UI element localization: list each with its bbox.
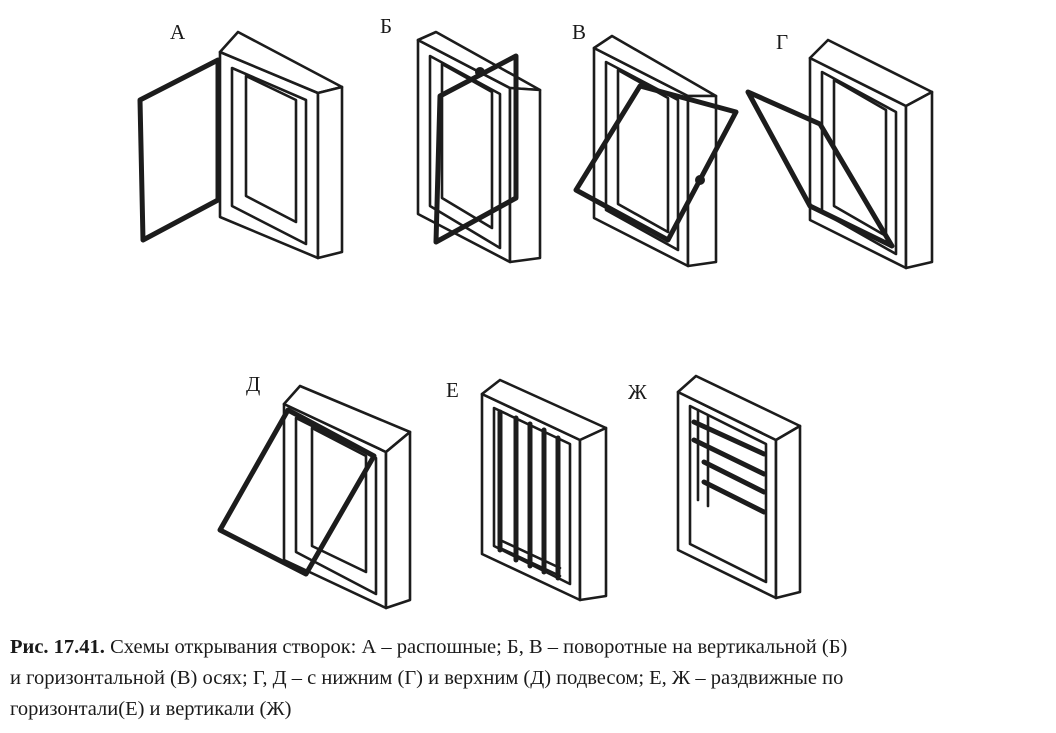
label-e: Е (446, 378, 459, 402)
caption-prefix: Рис. 17.41. (10, 636, 105, 658)
scheme-e-horizontal-sliding (480, 378, 608, 602)
scheme-zh-vertical-sliding (676, 374, 802, 600)
scheme-d-top-hung (217, 384, 412, 610)
label-zh: Ж (628, 380, 647, 404)
label-b: Б (380, 14, 393, 38)
scheme-a-side-hung (137, 30, 344, 260)
label-v: В (572, 20, 587, 44)
scheme-b-vertical-pivot (416, 30, 542, 264)
scheme-g-bottom-hung (745, 38, 934, 270)
caption-line-1: Рис. 17.41. Схемы открывания створок: А … (10, 632, 1052, 663)
window-opening-schemes (137, 30, 934, 610)
label-d: Д (246, 372, 261, 396)
scheme-v-horizontal-pivot (573, 34, 739, 268)
figure-caption: Рис. 17.41. Схемы открывания створок: А … (10, 632, 1052, 725)
label-a: А (170, 20, 186, 44)
label-g: Г (776, 30, 789, 54)
caption-line-2: и горизонтальной (В) осях; Г, Д – с нижн… (10, 667, 844, 689)
caption-line-3: горизонтали(Е) и вертикали (Ж) (10, 698, 292, 720)
caption-text-1: Схемы открывания створок: А – распошные;… (104, 636, 848, 658)
